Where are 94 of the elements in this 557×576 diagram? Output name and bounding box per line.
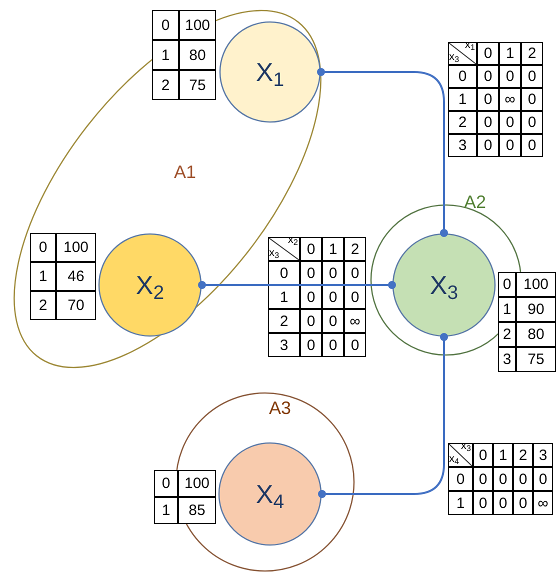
table-cell: 0: [300, 309, 322, 333]
circle-node: [98, 233, 202, 337]
node-label: A2: [464, 193, 486, 211]
table-cell: 0: [268, 261, 300, 285]
table-cell: 0: [344, 261, 366, 285]
table-cell: 0: [493, 467, 513, 491]
table-cell: 100: [179, 10, 216, 40]
table-cell: 0: [477, 65, 499, 88]
table-cell: 2: [498, 322, 516, 347]
table-cell: 2: [30, 291, 56, 320]
table-cell: 100: [178, 470, 216, 497]
axis-label: x$_{3}$: [449, 52, 460, 63]
table-cell: 100: [516, 272, 556, 297]
table-cell: 100: [56, 233, 96, 262]
table-cell: 0: [152, 10, 179, 40]
table-cell: 0: [533, 467, 553, 491]
table-cell: 0: [322, 309, 344, 333]
table-cell: 0: [513, 467, 533, 491]
circle-node: [218, 442, 322, 546]
table-cell: 0: [344, 285, 366, 309]
table-cell: 0: [521, 111, 543, 134]
table-cell: 3: [448, 134, 477, 157]
table-cell: 0: [477, 111, 499, 134]
table-cell: 1: [498, 297, 516, 322]
table-cell: 3: [498, 347, 516, 372]
node-label: X$_{2}$: [136, 272, 164, 298]
table-cell: 80: [179, 40, 216, 70]
table-cell: 1: [448, 491, 473, 515]
connector: [198, 281, 396, 289]
ring-region: [175, 392, 355, 572]
table-cell: ∞: [533, 491, 553, 515]
table-cell: 75: [179, 70, 216, 100]
table-cell: 0: [322, 285, 344, 309]
table-cell: 0: [300, 261, 322, 285]
table-cell: 0: [477, 42, 499, 65]
table-cell: 80: [516, 322, 556, 347]
axis-label: x$_{4}$: [449, 454, 460, 465]
table-cell: 0: [498, 272, 516, 297]
table-cell: 1: [448, 88, 477, 111]
node-label: A3: [268, 399, 292, 417]
table-cell: 0: [477, 134, 499, 157]
table-cell: ∞: [499, 88, 521, 111]
table-cell: 46: [56, 262, 96, 291]
table-cell: 0: [322, 333, 344, 357]
table-cell: 0: [473, 467, 493, 491]
table-cell: 0: [493, 491, 513, 515]
node-label: X$_{4}$: [256, 481, 284, 507]
circle-node: [219, 21, 321, 123]
table-cell: 0: [300, 285, 322, 309]
table-cell: 1: [154, 497, 178, 524]
table-cell: 2: [513, 443, 533, 467]
node-label: A1: [174, 163, 196, 181]
connector: [318, 333, 448, 498]
table-cell: 2: [268, 309, 300, 333]
table-cell: 3: [268, 333, 300, 357]
table-cell: 90: [516, 297, 556, 322]
connector: [317, 68, 448, 237]
table-cell: 3: [533, 443, 553, 467]
table-cell: 1: [499, 42, 521, 65]
table-cell: 0: [521, 65, 543, 88]
table-cell: 0: [521, 88, 543, 111]
table-cell: 70: [56, 291, 96, 320]
table-cell: 0: [154, 470, 178, 497]
table-cell: 2: [344, 237, 366, 261]
table-cell: 1: [30, 262, 56, 291]
table-cell: 0: [499, 65, 521, 88]
table-cell: ∞: [344, 309, 366, 333]
circle-node: [392, 233, 496, 337]
table-cell: 0: [300, 237, 322, 261]
table-cell: 0: [448, 65, 477, 88]
table-cell: 2: [152, 70, 179, 100]
table-cell: 0: [499, 134, 521, 157]
table-cell: 0: [300, 333, 322, 357]
table-cell: 1: [322, 237, 344, 261]
table-cell: 2: [521, 42, 543, 65]
table-cell: 0: [499, 111, 521, 134]
table-cell: 85: [178, 497, 216, 524]
table-cell: 75: [516, 347, 556, 372]
table-cell: 1: [493, 443, 513, 467]
table-cell: 0: [477, 88, 499, 111]
table-cell: 1: [268, 285, 300, 309]
node-label: X$_{3}$: [430, 272, 458, 298]
table-cell: 0: [473, 443, 493, 467]
table-cell: 0: [322, 261, 344, 285]
node-label: X$_{1}$: [256, 59, 284, 85]
axis-label: x$_{3}$: [269, 248, 280, 259]
table-cell: 0: [473, 491, 493, 515]
table-cell: 0: [513, 491, 533, 515]
table-cell: 0: [448, 467, 473, 491]
table-cell: 0: [344, 333, 366, 357]
table-cell: 2: [448, 111, 477, 134]
table-cell: 0: [521, 134, 543, 157]
table-cell: 0: [30, 233, 56, 262]
table-cell: 1: [152, 40, 179, 70]
